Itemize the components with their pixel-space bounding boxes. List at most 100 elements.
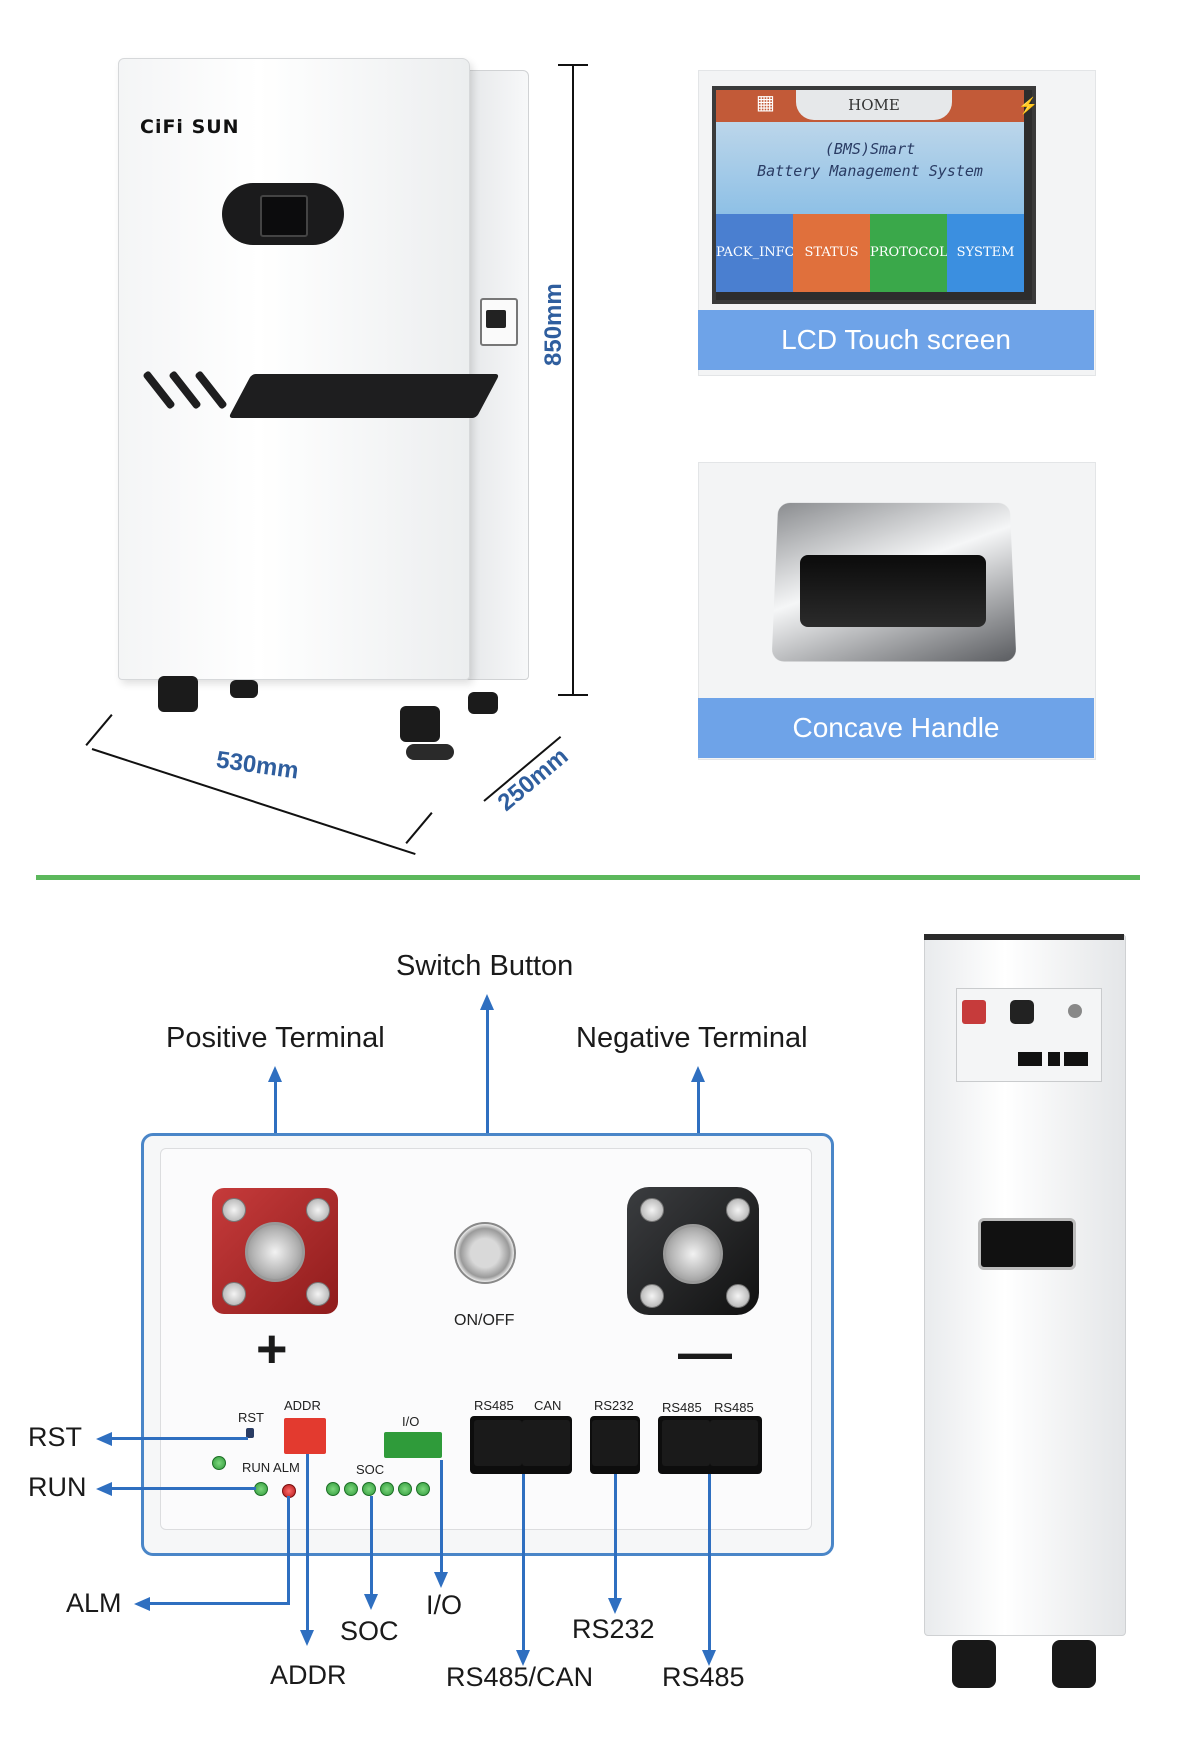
soc-led <box>416 1482 430 1496</box>
side-power-switch <box>1068 1004 1082 1018</box>
battery-icon: ⚡ <box>1018 98 1038 115</box>
side-handle-recess <box>486 310 506 328</box>
dimension-tick <box>558 64 588 66</box>
terminal-post <box>245 1222 305 1282</box>
positive-sign: + <box>256 1319 288 1379</box>
screw-icon <box>640 1198 664 1222</box>
rs485-c-silkscreen: RS485 <box>714 1400 754 1415</box>
height-dimension-line <box>572 64 574 694</box>
arrow-left-icon <box>134 1597 150 1611</box>
section-divider <box>36 875 1140 880</box>
status-led <box>212 1456 226 1470</box>
arrow-left-icon <box>96 1482 112 1496</box>
arrow-down-icon <box>434 1572 448 1588</box>
callout-line <box>440 1460 443 1574</box>
callout-line <box>110 1487 256 1490</box>
side-port <box>1064 1052 1088 1066</box>
arrow-down-icon <box>516 1650 530 1666</box>
positive-terminal-callout: Positive Terminal <box>166 1022 385 1054</box>
screw-icon <box>726 1284 750 1308</box>
callout-line <box>708 1474 711 1652</box>
caster-foot <box>406 744 454 760</box>
callout-line <box>148 1602 288 1605</box>
io-callout: I/O <box>426 1590 463 1620</box>
run-callout: RUN <box>28 1472 87 1502</box>
side-port <box>1018 1052 1042 1066</box>
caster-wheel <box>400 706 440 742</box>
rs485-silkscreen: RS485 <box>474 1398 514 1413</box>
reset-button[interactable] <box>246 1428 254 1438</box>
callout-line <box>287 1496 290 1605</box>
side-port <box>1048 1052 1060 1066</box>
power-switch-button[interactable] <box>454 1222 516 1284</box>
height-label: 850mm <box>540 277 568 372</box>
rs485-b-silkscreen: RS485 <box>662 1400 702 1415</box>
soc-led <box>326 1482 340 1496</box>
can-port[interactable] <box>522 1420 570 1466</box>
dimension-tick <box>558 694 588 696</box>
lcd-title-line1: (BMS)Smart <box>824 140 916 158</box>
side-positive-terminal <box>962 1000 986 1024</box>
screw-icon <box>222 1198 246 1222</box>
screw-icon <box>640 1284 664 1308</box>
lcd-tab-pack-info: PACK_INFO <box>716 214 795 292</box>
battery-cabinet <box>118 58 470 680</box>
addr-silkscreen: ADDR <box>284 1398 321 1413</box>
soc-silkscreen: SOC <box>356 1462 385 1477</box>
lcd-tab-system: SYSTEM <box>947 214 1024 292</box>
lcd-title-area <box>716 122 1024 214</box>
rs232-silkscreen: RS232 <box>594 1398 634 1413</box>
dimension-tick <box>405 812 433 844</box>
screw-icon <box>306 1198 330 1222</box>
width-label: 530mm <box>208 745 307 787</box>
soc-callout: SOC <box>340 1616 399 1646</box>
caster-wheel <box>158 676 198 712</box>
arrow-up-icon <box>268 1066 282 1082</box>
grid-icon: ▦ <box>756 92 775 114</box>
rs232-port[interactable] <box>592 1420 638 1466</box>
rs485-port[interactable] <box>662 1420 710 1466</box>
arrow-down-icon <box>608 1598 622 1614</box>
display-screen <box>260 195 308 237</box>
rs485-port[interactable] <box>474 1420 522 1466</box>
rs485-can-callout: RS485/CAN <box>446 1662 594 1692</box>
negative-sign: — <box>678 1323 732 1383</box>
handle-feature-label: Concave Handle <box>698 698 1094 758</box>
arrow-down-icon <box>300 1630 314 1646</box>
rs485-callout: RS485 <box>662 1662 745 1692</box>
alm-callout: ALM <box>66 1588 122 1618</box>
soc-led <box>380 1482 394 1496</box>
callout-line <box>110 1437 248 1440</box>
negative-terminal-callout: Negative Terminal <box>576 1022 808 1054</box>
terminal-post <box>663 1224 723 1284</box>
rs485-port[interactable] <box>710 1420 758 1466</box>
io-silkscreen: I/O <box>402 1414 420 1429</box>
cabinet-top-edge <box>924 934 1124 940</box>
soc-led <box>362 1482 376 1496</box>
caster-wheel <box>230 680 258 698</box>
switch-button-callout: Switch Button <box>396 950 574 982</box>
lcd-feature-label: LCD Touch screen <box>698 310 1094 370</box>
caster-wheel <box>468 692 498 714</box>
io-connector[interactable] <box>384 1432 442 1458</box>
arrow-up-icon <box>691 1066 705 1082</box>
side-view-handle <box>978 1218 1076 1270</box>
lcd-tab-protocol: PROTOCOL <box>870 214 948 292</box>
arrow-left-icon <box>96 1432 112 1446</box>
arrow-down-icon <box>702 1650 716 1666</box>
callout-line <box>306 1454 309 1632</box>
callout-line <box>486 1008 489 1228</box>
soc-led <box>398 1482 412 1496</box>
arrow-up-icon <box>480 994 494 1010</box>
soc-led <box>344 1482 358 1496</box>
callout-line <box>614 1474 617 1600</box>
rst-callout: RST <box>28 1422 82 1452</box>
side-caster-wheel <box>1052 1640 1096 1688</box>
cabinet-stripe <box>228 374 500 418</box>
side-caster-wheel <box>952 1640 996 1688</box>
can-silkscreen: CAN <box>534 1398 562 1413</box>
address-dip-switch[interactable] <box>284 1418 326 1454</box>
onoff-label: ON/OFF <box>454 1312 515 1329</box>
screw-icon <box>726 1198 750 1222</box>
side-negative-terminal <box>1010 1000 1034 1024</box>
